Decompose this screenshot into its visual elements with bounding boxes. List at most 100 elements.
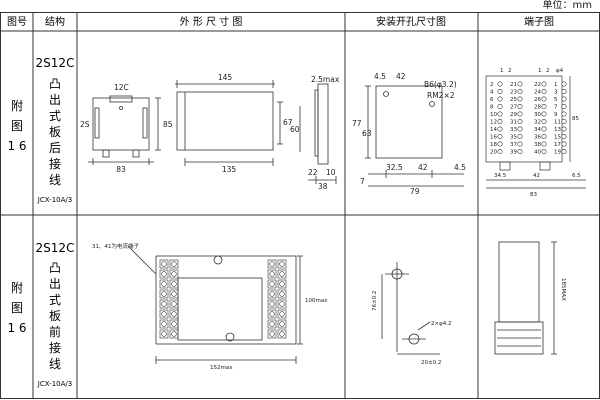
row2-cutout-view xyxy=(381,262,440,355)
panel-terminal-box xyxy=(267,279,277,289)
terminal-pin xyxy=(541,89,547,95)
terminal-pin xyxy=(561,111,567,117)
panel-terminal-screw xyxy=(279,261,285,267)
panel-terminal-screw xyxy=(161,271,167,277)
drawing-table: 图号 结构 外 形 尺 寸 图 安装开孔尺寸图 端子图 附 图 1 6 2S12… xyxy=(0,12,600,399)
panel-terminal-box xyxy=(169,259,179,269)
panel-terminal-box xyxy=(159,329,169,339)
row2-fig-char-1: 附 xyxy=(11,281,23,295)
row1-terminal-height: 85 xyxy=(572,116,579,122)
terminal-pin xyxy=(517,81,523,87)
terminal-pin xyxy=(541,149,547,155)
panel-terminal-screw xyxy=(269,321,275,327)
panel-terminal-box xyxy=(169,319,179,329)
row1-terminal-top-left-1: 1 xyxy=(500,68,504,74)
row1-structure-char: 凸 xyxy=(49,77,61,91)
panel-terminal-box xyxy=(277,319,287,329)
terminal-label-mid-left: 29 xyxy=(510,112,517,118)
row1-front-label-2s: 2S xyxy=(80,120,90,129)
row2-cutout-holes: 2×φ4.2 xyxy=(431,321,451,327)
row1-model: JCX-10A/3 xyxy=(37,196,72,204)
panel-terminal-box xyxy=(169,329,179,339)
panel-terminal-screw xyxy=(269,261,275,267)
panel-terminal-box xyxy=(277,299,287,309)
row1-fig-char-1: 附 xyxy=(11,99,23,113)
terminal-pin xyxy=(561,149,567,155)
row2-structure-char: 接 xyxy=(49,340,61,355)
row1-terminal-top-left-2: 2 xyxy=(508,68,512,74)
panel-terminal-box xyxy=(159,289,169,299)
terminal-pin xyxy=(517,134,523,140)
terminal-label-right: 9 xyxy=(554,112,558,118)
terminal-pin xyxy=(541,104,547,110)
terminal-label-mid-right: 28 xyxy=(534,105,541,111)
unit-label: 单位：mm xyxy=(542,0,592,11)
panel-terminal-screw xyxy=(269,301,275,307)
row2-front-height: 100max xyxy=(305,298,328,304)
terminal-label-left: 18 xyxy=(490,142,497,148)
terminal-pin xyxy=(561,81,567,87)
panel-terminal-box xyxy=(169,299,179,309)
terminal-pin xyxy=(541,134,547,140)
panel-terminal-box xyxy=(159,259,169,269)
panel-terminal-screw xyxy=(279,291,285,297)
terminal-pin xyxy=(517,96,523,102)
panel-terminal-screw xyxy=(161,331,167,337)
row2-structure-code: 2S12C xyxy=(36,241,75,255)
row1-terminal-top-right-2: 2 xyxy=(546,68,550,74)
panel-terminal-box xyxy=(169,289,179,299)
row1-side-view xyxy=(175,80,301,166)
row1-front-label-12c: 12C xyxy=(114,83,129,92)
terminal-label-mid-left: 21 xyxy=(510,82,517,88)
row1-end-b: 10 xyxy=(326,168,336,177)
row1-cutout-rm: RM2×2 xyxy=(427,91,455,100)
panel-terminal-box xyxy=(267,299,277,309)
row2-fig-number: 1 6 xyxy=(7,321,26,335)
row2-structure-char: 式 xyxy=(49,293,61,307)
row1-front-height: 85 xyxy=(163,120,173,129)
row2-front-view xyxy=(127,245,303,364)
panel-terminal-screw xyxy=(161,291,167,297)
panel-terminal-screw xyxy=(171,321,177,327)
row2-fig-char-2: 图 xyxy=(11,301,23,315)
terminal-pin xyxy=(561,96,567,102)
panel-terminal-screw xyxy=(269,281,275,287)
row2-terminal-view xyxy=(494,241,557,355)
terminal-pin xyxy=(541,119,547,125)
panel-terminal-box xyxy=(277,289,287,299)
terminal-pin xyxy=(561,126,567,132)
terminal-pin xyxy=(541,141,547,147)
panel-terminal-screw xyxy=(279,271,285,277)
header-terminal: 端子图 xyxy=(524,15,554,28)
panel-terminal-screw xyxy=(279,281,285,287)
header-outline: 外 形 尺 寸 图 xyxy=(180,15,243,28)
panel-terminal-box xyxy=(267,319,277,329)
terminal-pin xyxy=(497,104,503,110)
terminal-label-mid-right: 22 xyxy=(534,82,541,88)
panel-terminal-screw xyxy=(161,281,167,287)
row1-structure-code: 2S12C xyxy=(36,56,75,70)
terminal-label-right: 5 xyxy=(554,97,558,103)
terminal-label-mid-right: 40 xyxy=(534,150,541,156)
terminal-pin xyxy=(497,96,503,102)
terminal-pin xyxy=(517,104,523,110)
terminal-pin xyxy=(541,96,547,102)
row1-side-height-2: 60 xyxy=(290,125,300,134)
terminal-pin xyxy=(561,104,567,110)
panel-terminal-box xyxy=(277,269,287,279)
header-cutout: 安装开孔尺寸图 xyxy=(376,15,446,28)
row1-end-c: 38 xyxy=(318,182,328,191)
terminal-label-left: 16 xyxy=(490,135,497,141)
terminal-label-left: 20 xyxy=(490,150,497,156)
terminal-pin xyxy=(541,126,547,132)
panel-terminal-box xyxy=(267,309,277,319)
row1-terminal-total: 83 xyxy=(530,192,537,198)
row1-front-view xyxy=(88,95,161,165)
panel-terminal-screw xyxy=(161,311,167,317)
terminal-pin xyxy=(497,134,503,140)
row1-fig-char-2: 图 xyxy=(11,119,23,133)
panel-terminal-screw xyxy=(171,291,177,297)
terminal-pin xyxy=(497,89,503,95)
panel-terminal-screw xyxy=(171,311,177,317)
terminal-label-left: 8 xyxy=(490,105,494,111)
